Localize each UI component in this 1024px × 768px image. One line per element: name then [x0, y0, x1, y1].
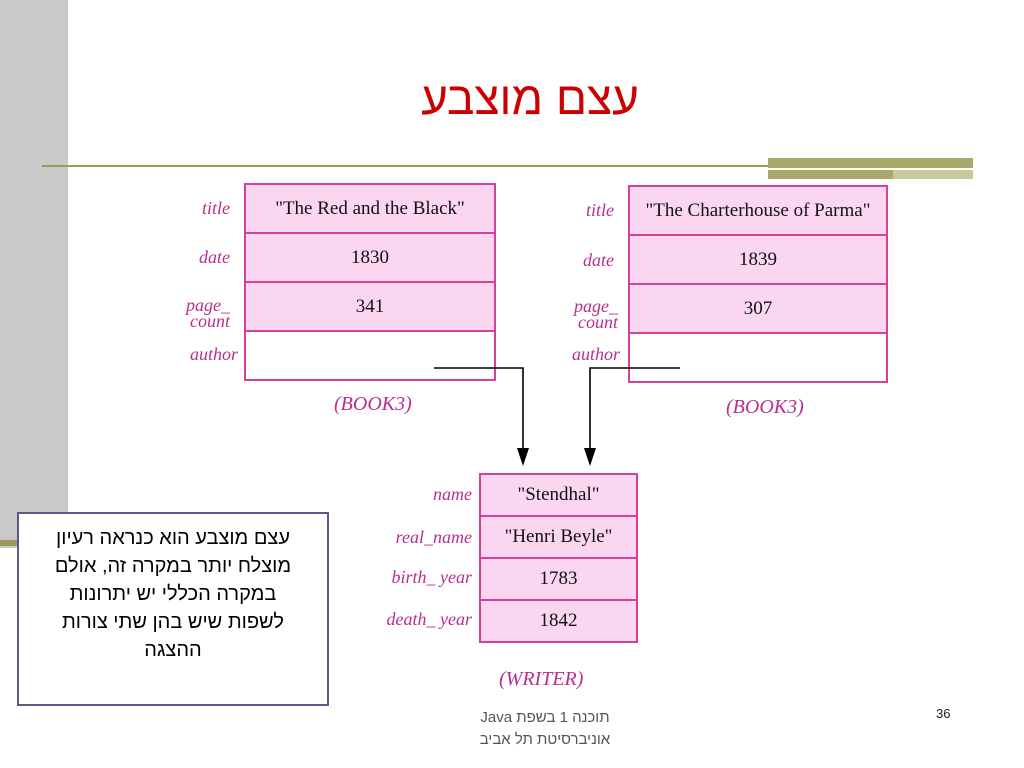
book2-page-count-label-line2: count	[578, 312, 618, 332]
book1-page-count-label-line1: page_	[186, 295, 230, 315]
arrow-book2-to-writer	[584, 367, 680, 466]
writer-name-value: "Stendhal"	[481, 475, 636, 517]
book2-page-count-value: 307	[630, 285, 886, 334]
writer-caption: (WRITER)	[499, 668, 584, 690]
writer-real-name-label: real_name	[395, 527, 472, 547]
title-accent-bar	[768, 158, 973, 179]
book2-author-pointer-cell	[630, 334, 886, 383]
book1-date-label: date	[199, 247, 230, 267]
book1-author-label: author	[189, 344, 238, 364]
note-line-1: עצם מוצבע הוא כנראה רעיון	[56, 527, 290, 549]
arrow-book1-to-writer	[434, 367, 529, 466]
note-line-4: לשפות שיש בהן שתי צורות	[61, 611, 285, 633]
book1-page-count-label: page_ count	[150, 295, 230, 331]
book2-date-label: date	[583, 250, 614, 270]
writer-birth-year-label: birth_ year	[391, 567, 473, 587]
writer-death-year-value: 1842	[481, 601, 636, 643]
book1-box: "The Red and the Black" 1830 341	[244, 183, 496, 381]
book2-title-label: title	[586, 200, 614, 220]
book1-caption: (BOOK3)	[334, 393, 412, 415]
book1-title-label: title	[202, 198, 230, 218]
book2-page-count-label-line1: page_	[574, 296, 618, 316]
footer-course: תוכנה 1 בשפת Java	[480, 709, 610, 726]
book1-title-value: "The Red and the Black"	[246, 185, 494, 234]
title-rule	[42, 165, 972, 167]
page-number: 36	[936, 706, 951, 721]
writer-death-year-label: death_ year	[386, 609, 472, 629]
writer-birth-year-value: 1783	[481, 559, 636, 601]
writer-real-name-value: "Henri Beyle"	[481, 517, 636, 559]
note-line-3: במקרה הכללי יש יתרונות	[69, 583, 277, 605]
book2-caption: (BOOK3)	[726, 396, 804, 418]
book1-page-count-value: 341	[246, 283, 494, 332]
book2-title-value: "The Charterhouse of Parma"	[630, 187, 886, 236]
note-box: עצם מוצבע הוא כנראה רעיון מוצלח יותר במק…	[17, 512, 329, 706]
book2-author-label: author	[571, 344, 620, 364]
note-line-5: ההצגה	[144, 639, 202, 661]
book1-date-value: 1830	[246, 234, 494, 283]
writer-box: "Stendhal" "Henri Beyle" 1783 1842	[479, 473, 638, 643]
side-panel	[0, 0, 68, 548]
note-line-2: מוצלח יותר במקרה זה, אולם	[54, 555, 292, 577]
slide-footer: תוכנה 1 בשפת Java אוניברסיטת תל אביב	[380, 707, 710, 751]
book2-box: "The Charterhouse of Parma" 1839 307	[628, 185, 888, 383]
book1-author-pointer-cell	[246, 332, 494, 381]
book1-page-count-label-line2: count	[190, 311, 230, 331]
footer-university: אוניברסיטת תל אביב	[479, 731, 611, 748]
book2-page-count-label: page_ count	[534, 296, 618, 332]
slide-title: עצם מוצבע	[421, 72, 639, 124]
book2-date-value: 1839	[630, 236, 886, 285]
side-panel-mark	[0, 540, 18, 546]
writer-name-label: name	[433, 484, 472, 504]
